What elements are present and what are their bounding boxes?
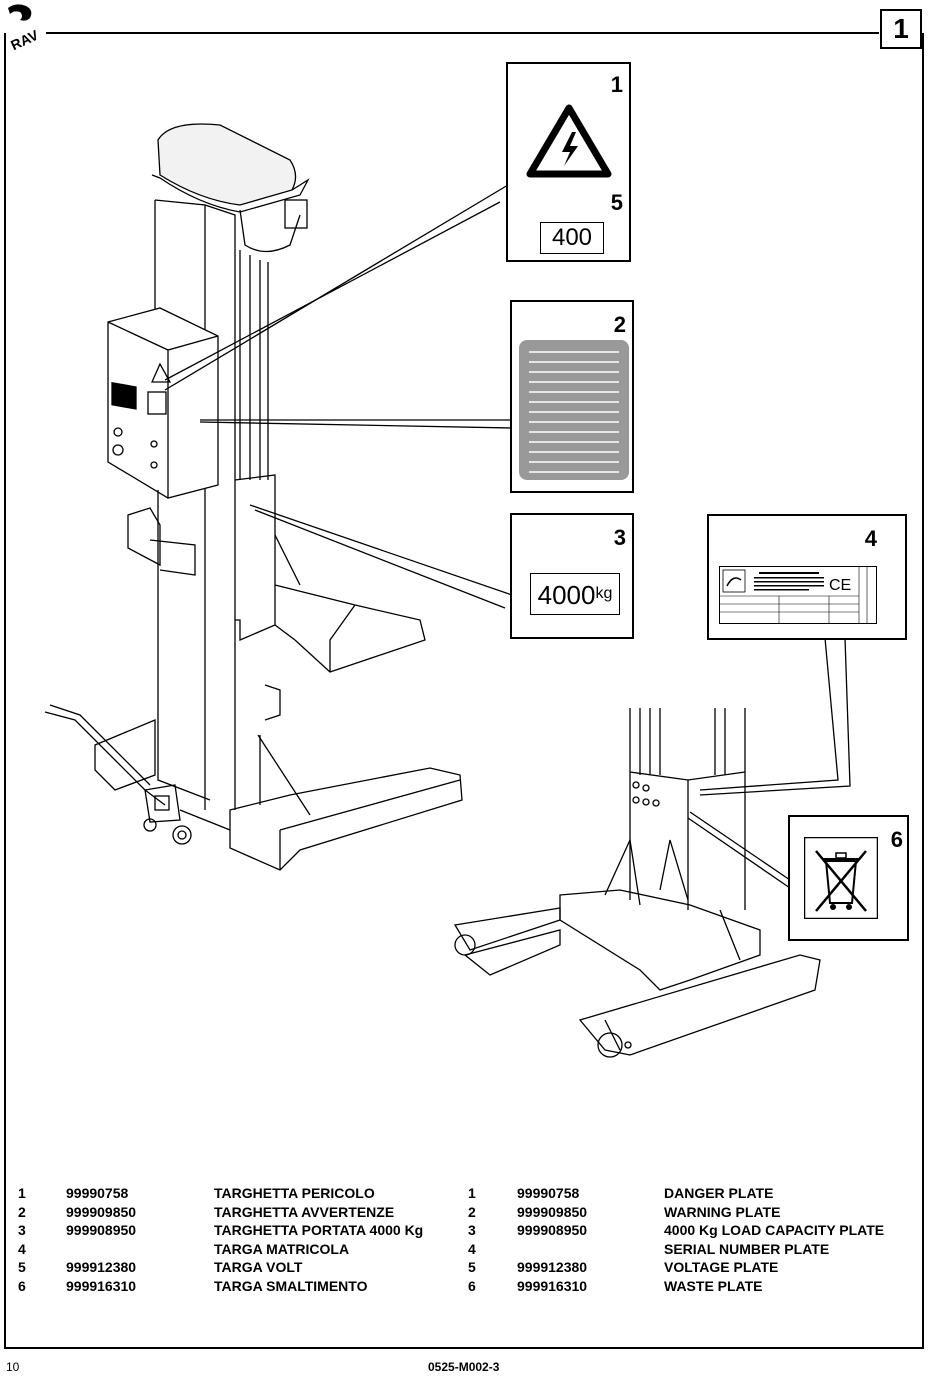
capacity-value: 4000 bbox=[537, 580, 596, 610]
plate-number-4: 4 bbox=[864, 526, 877, 551]
serial-number-plate-callout: 4 CE bbox=[707, 514, 907, 640]
part-description: SERIAL NUMBER PLATE bbox=[664, 1240, 830, 1257]
capacity-label: 4000kg bbox=[530, 573, 620, 615]
item-number: 1 bbox=[468, 1185, 476, 1201]
svg-text:CE: CE bbox=[829, 577, 851, 594]
plate-number-5: 5 bbox=[610, 190, 623, 215]
item-number: 3 bbox=[18, 1222, 26, 1239]
part-code: 999908950 bbox=[517, 1222, 588, 1239]
part-description: TARGA MATRICOLA bbox=[214, 1240, 350, 1257]
item-number: 1 bbox=[18, 1185, 26, 1201]
part-description: VOLTAGE PLATE bbox=[664, 1259, 779, 1276]
plate-number-6: 6 bbox=[890, 827, 903, 852]
capacity-unit: kg bbox=[595, 585, 613, 602]
rav-logo-icon: RAV bbox=[8, 4, 41, 50]
danger-plate-callout: 1 5 400 bbox=[506, 62, 631, 262]
item-number: 5 bbox=[18, 1259, 26, 1276]
part-description: TARGHETTA AVVERTENZE bbox=[214, 1203, 395, 1220]
part-description: WASTE PLATE bbox=[664, 1278, 763, 1294]
lift-column-drawing bbox=[44, 123, 851, 1058]
part-description: 4000 Kg LOAD CAPACITY PLATE bbox=[664, 1222, 885, 1239]
warning-plate-callout: 2 bbox=[510, 300, 634, 493]
part-code: 999909850 bbox=[66, 1203, 137, 1220]
page-frame bbox=[4, 33, 924, 1349]
part-description: TARGHETTA PERICOLO bbox=[214, 1185, 375, 1201]
item-number: 2 bbox=[18, 1203, 26, 1220]
item-number: 6 bbox=[18, 1278, 26, 1294]
part-code: 999916310 bbox=[517, 1278, 588, 1294]
part-description: TARGHETTA PORTATA 4000 Kg bbox=[214, 1222, 424, 1239]
part-description: TARGA VOLT bbox=[214, 1259, 303, 1276]
header-rule bbox=[46, 32, 879, 34]
part-code: 999912380 bbox=[66, 1259, 137, 1276]
item-number: 4 bbox=[18, 1240, 26, 1257]
part-code: 99990758 bbox=[517, 1185, 580, 1201]
figure-number-box: 1 bbox=[880, 9, 922, 49]
item-number: 6 bbox=[468, 1278, 476, 1294]
serial-number-plate-icon: CE bbox=[719, 566, 877, 624]
item-number: 4 bbox=[468, 1240, 476, 1257]
electric-hazard-icon bbox=[526, 104, 612, 178]
waste-plate-callout: 6 bbox=[788, 815, 909, 941]
part-code: 99990758 bbox=[66, 1185, 129, 1201]
warning-text-lines-icon bbox=[519, 340, 629, 480]
item-number: 5 bbox=[468, 1259, 476, 1276]
document-code: 0525-M002-3 bbox=[428, 1360, 500, 1374]
crossed-bin-icon bbox=[804, 837, 878, 919]
part-description: TARGA SMALTIMENTO bbox=[214, 1278, 368, 1294]
item-number: 2 bbox=[468, 1203, 476, 1220]
part-description: WARNING PLATE bbox=[664, 1203, 781, 1220]
part-code: 999912380 bbox=[517, 1259, 588, 1276]
plate-number-2: 2 bbox=[613, 312, 626, 337]
part-code: 999916310 bbox=[66, 1278, 137, 1294]
part-code: 999909850 bbox=[517, 1203, 588, 1220]
page-number: 10 bbox=[6, 1360, 20, 1374]
voltage-label: 400 bbox=[540, 222, 604, 254]
part-code: 999908950 bbox=[66, 1222, 137, 1239]
plate-number-1: 1 bbox=[610, 72, 623, 97]
part-description: DANGER PLATE bbox=[664, 1185, 774, 1201]
plate-number-3: 3 bbox=[613, 525, 626, 550]
load-capacity-plate-callout: 3 4000kg bbox=[510, 513, 634, 639]
item-number: 3 bbox=[468, 1222, 476, 1239]
